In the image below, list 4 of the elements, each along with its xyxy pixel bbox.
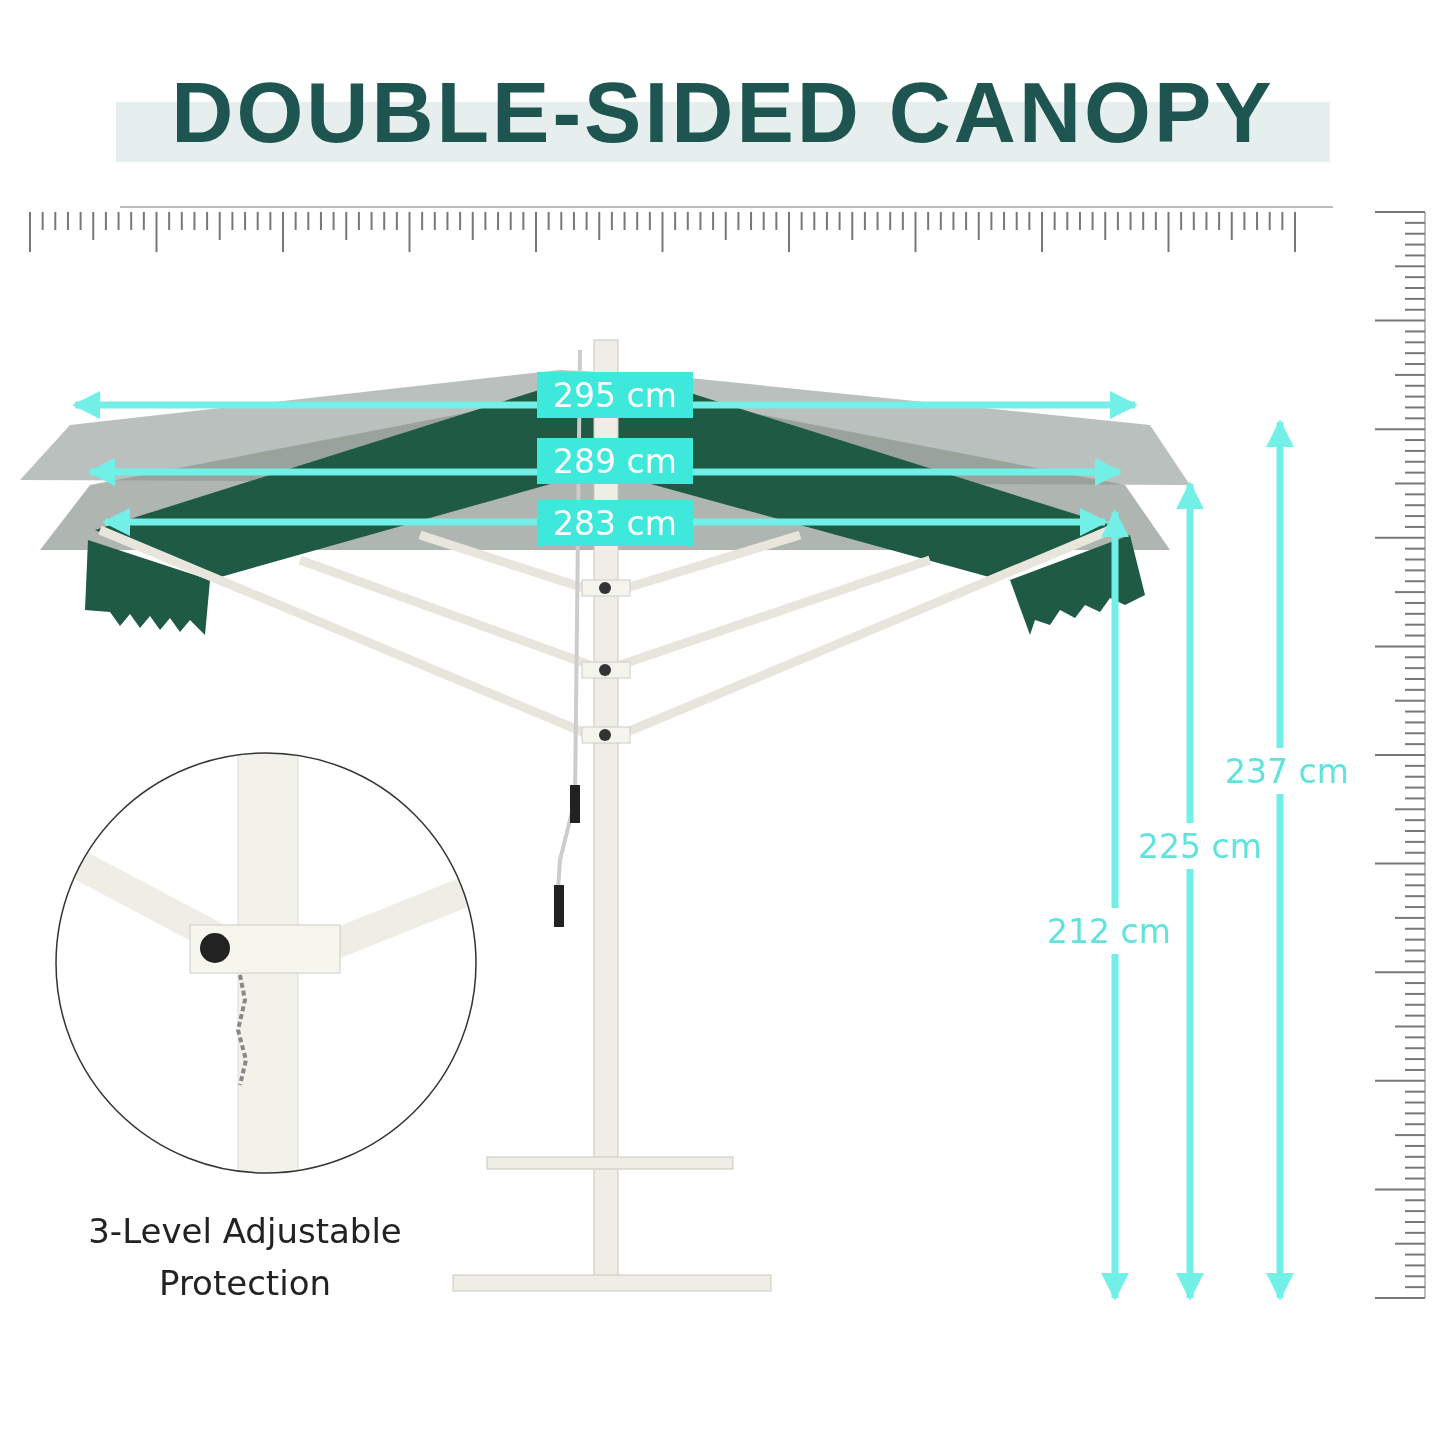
dimension-label: 283 cm <box>537 500 693 546</box>
dimension-label: 295 cm <box>537 372 693 418</box>
dimension-label: 289 cm <box>537 438 693 484</box>
caption: 3-Level Adjustable Protection <box>87 1210 403 1305</box>
